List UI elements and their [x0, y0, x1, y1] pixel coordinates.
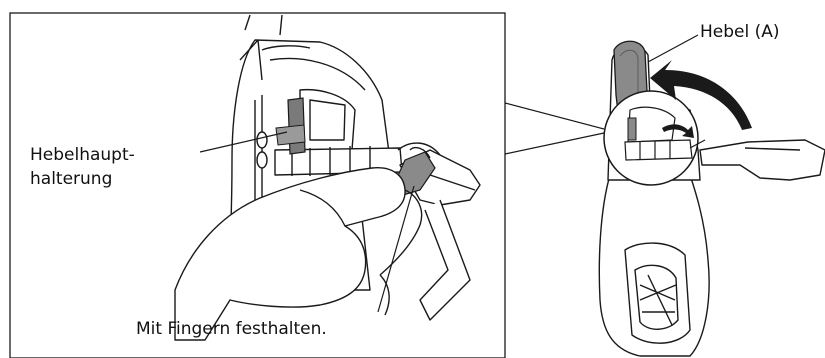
lever-main-mount-base: [276, 125, 305, 145]
label-lever-a: Hebel (A): [700, 20, 780, 44]
callout-line-top: [505, 103, 604, 129]
magnifier-mount: [628, 118, 636, 140]
label-hold-fingers: Mit Fingern festhalten.: [136, 317, 327, 341]
label-main-mount-line2: halterung: [30, 167, 135, 191]
label-main-mount-line1: Hebelhaupt-: [30, 143, 135, 167]
callout-line-bottom: [505, 133, 604, 154]
label-main-mount: Hebelhaupt- halterung: [30, 143, 135, 191]
leader-lever-a: [648, 35, 698, 62]
